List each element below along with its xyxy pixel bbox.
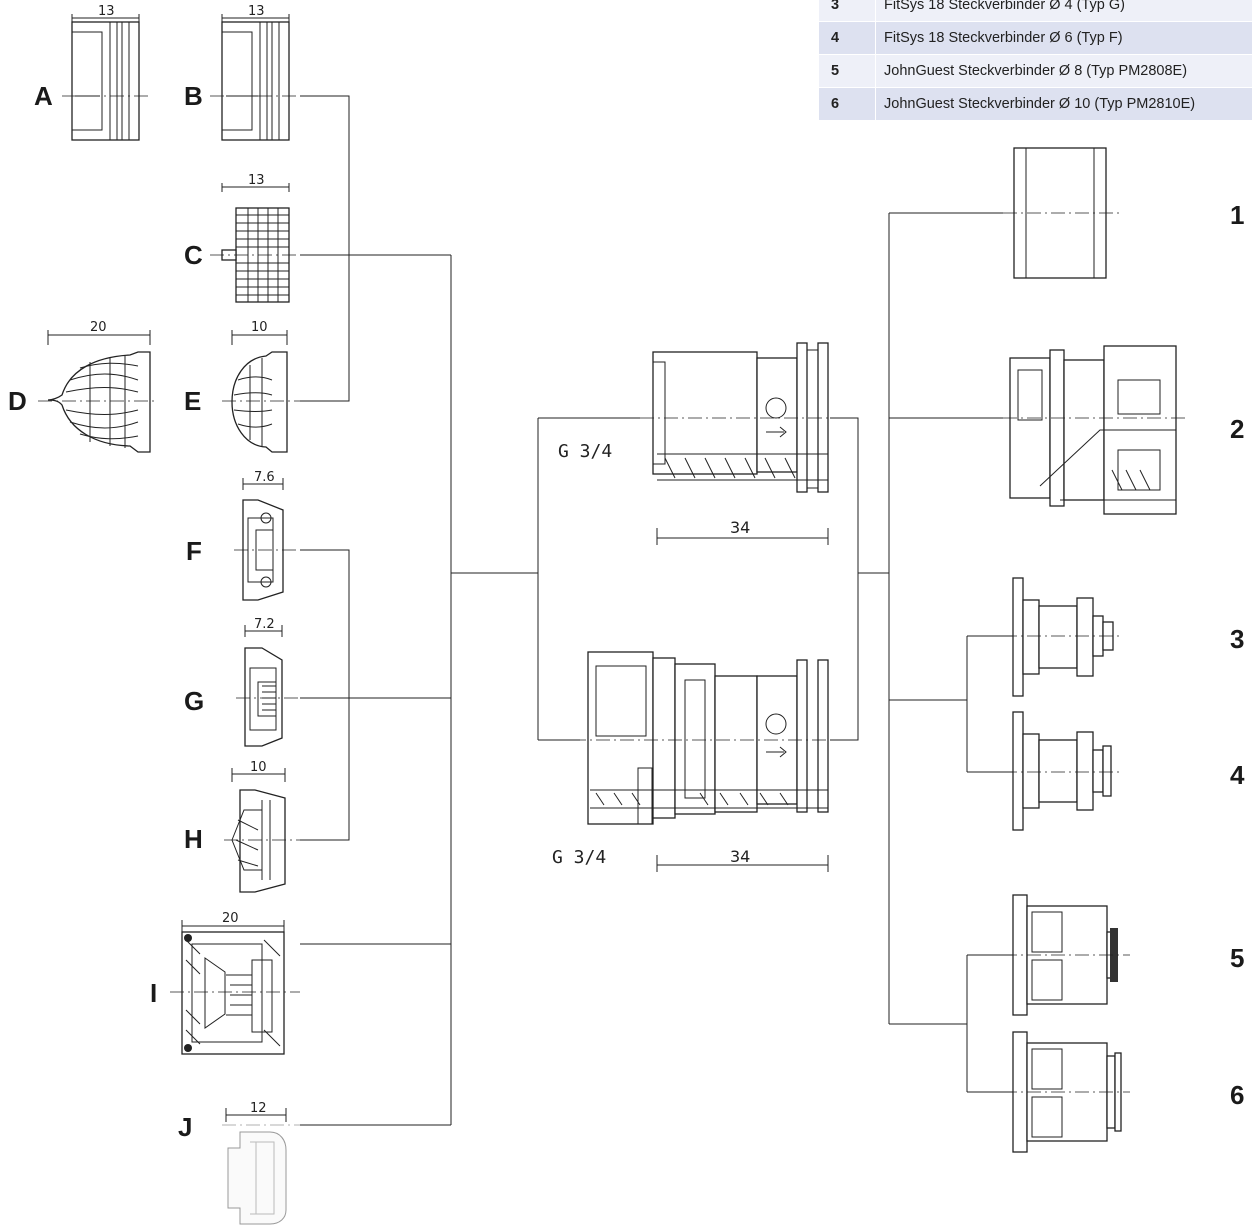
part-f-dimension: 7.6 — [254, 470, 275, 485]
part-2-drawing — [1003, 345, 1185, 515]
part-b-dimension: 13 — [248, 4, 265, 19]
part-label-i: I — [150, 978, 157, 1008]
part-h-drawing — [224, 768, 300, 893]
part-i-dimension: 20 — [222, 911, 239, 926]
part-j-drawing — [222, 1108, 300, 1225]
part-label-a: A — [34, 81, 53, 111]
part-g-dimension: 7.2 — [254, 617, 275, 632]
row-description: FitSys 18 Steckverbinder Ø 6 (Typ F) — [875, 21, 1253, 55]
table-row: 3 FitSys 18 Steckverbinder Ø 4 (Typ G) — [818, 0, 1253, 22]
part-label-6: 6 — [1230, 1080, 1244, 1110]
part-4-drawing — [1003, 711, 1120, 831]
part-j-dimension: 12 — [250, 1101, 267, 1116]
center-top-length-label: 34 — [730, 518, 750, 537]
connector-lines — [300, 95, 1013, 1126]
center-bottom-thread-label: G 3/4 — [552, 847, 606, 868]
part-g-drawing — [236, 625, 300, 747]
parts-table: 3 FitSys 18 Steckverbinder Ø 4 (Typ G) 4… — [818, 0, 1253, 121]
part-e-drawing — [222, 330, 300, 453]
row-description: JohnGuest Steckverbinder Ø 10 (Typ PM281… — [875, 87, 1253, 121]
part-label-e: E — [184, 386, 201, 416]
table-row: 6 JohnGuest Steckverbinder Ø 10 (Typ PM2… — [818, 87, 1253, 121]
part-label-5: 5 — [1230, 943, 1244, 973]
part-f-drawing — [234, 478, 300, 601]
part-e-dimension: 10 — [251, 320, 268, 335]
part-label-d: D — [8, 386, 27, 416]
part-a-drawing — [62, 14, 150, 141]
part-6-drawing — [1003, 1031, 1130, 1153]
row-description: FitSys 18 Steckverbinder Ø 4 (Typ G) — [875, 0, 1253, 22]
row-number: 5 — [818, 54, 876, 88]
part-label-2: 2 — [1230, 414, 1244, 444]
part-d-dimension: 20 — [90, 320, 107, 335]
part-h-dimension: 10 — [250, 760, 267, 775]
part-3-drawing — [1003, 577, 1120, 697]
center-part-top-drawing — [640, 342, 845, 545]
part-label-f: F — [186, 536, 202, 566]
part-c-dimension: 13 — [248, 173, 265, 188]
center-part-bottom-drawing — [572, 651, 845, 872]
part-5-drawing — [1003, 894, 1130, 1016]
part-i-drawing — [170, 920, 300, 1055]
part-label-j: J — [178, 1112, 192, 1142]
part-c-drawing — [210, 183, 300, 303]
part-label-1: 1 — [1230, 200, 1244, 230]
center-top-thread-label: G 3/4 — [558, 441, 612, 462]
part-label-4: 4 — [1230, 760, 1245, 790]
part-label-c: C — [184, 240, 203, 270]
row-number: 4 — [818, 21, 876, 55]
part-1-drawing — [1003, 147, 1120, 279]
part-a-dimension: 13 — [98, 4, 115, 19]
part-label-h: H — [184, 824, 203, 854]
part-label-b: B — [184, 81, 203, 111]
part-b-drawing — [210, 14, 300, 141]
part-label-3: 3 — [1230, 624, 1244, 654]
center-bottom-length-label: 34 — [730, 847, 750, 866]
part-label-g: G — [184, 686, 204, 716]
table-row: 4 FitSys 18 Steckverbinder Ø 6 (Typ F) — [818, 21, 1253, 55]
part-d-drawing — [38, 330, 158, 453]
row-number: 6 — [818, 87, 876, 121]
